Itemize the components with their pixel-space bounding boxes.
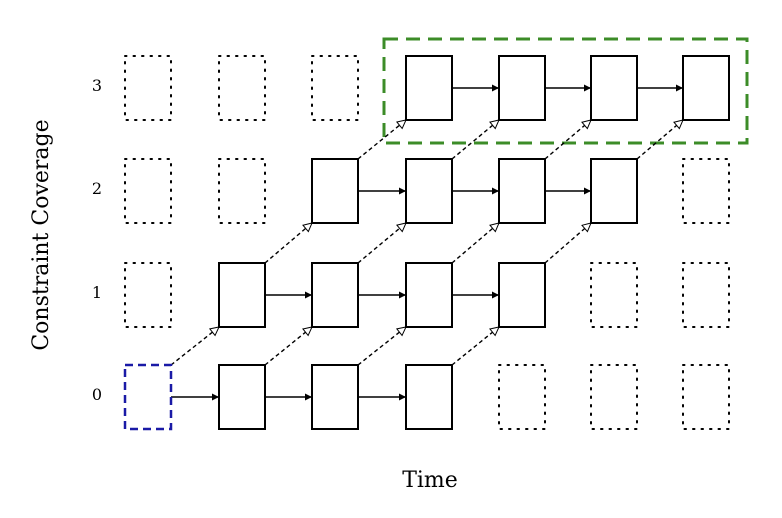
empty-slot <box>498 364 546 430</box>
empty-slot <box>590 262 638 328</box>
x-axis-label: Time <box>402 468 458 493</box>
state-box <box>405 364 453 430</box>
state-box <box>311 262 359 328</box>
state-box <box>218 364 266 430</box>
empty-slot <box>682 262 730 328</box>
goal-region <box>382 37 749 145</box>
state-box <box>405 158 453 224</box>
empty-slot <box>124 55 172 121</box>
empty-slot <box>590 364 638 430</box>
state-box <box>498 55 546 121</box>
coverage-arrow <box>451 222 500 264</box>
level-label-1: 1 <box>92 283 102 302</box>
coverage-arrow <box>451 326 500 366</box>
empty-slot <box>218 55 266 121</box>
empty-slot <box>682 158 730 224</box>
y-axis-label: Constraint Coverage <box>29 119 54 350</box>
state-box <box>498 158 546 224</box>
edges <box>170 84 684 401</box>
level-label-0: 0 <box>92 385 102 404</box>
state-box <box>498 262 546 328</box>
coverage-arrow <box>264 222 313 264</box>
state-box <box>311 364 359 430</box>
empty-slot <box>311 55 359 121</box>
coverage-arrow <box>357 119 407 160</box>
coverage-arrow <box>264 326 313 366</box>
state-box <box>311 158 359 224</box>
empty-slot <box>682 364 730 430</box>
state-box <box>682 55 730 121</box>
state-box <box>405 262 453 328</box>
start-box <box>123 363 173 431</box>
coverage-arrow <box>357 222 407 264</box>
coverage-arrow <box>451 119 500 160</box>
state-box <box>405 55 453 121</box>
empty-slot <box>124 158 172 224</box>
empty-slot <box>218 158 266 224</box>
boxes <box>123 55 730 431</box>
coverage-arrow <box>357 326 407 366</box>
state-box <box>590 158 638 224</box>
level-label-3: 3 <box>92 76 102 95</box>
state-box <box>590 55 638 121</box>
state-box <box>218 262 266 328</box>
coverage-arrow <box>544 222 592 264</box>
coverage-arrow <box>544 119 592 160</box>
coverage-arrow <box>636 119 684 160</box>
empty-slot <box>124 262 172 328</box>
coverage-arrow <box>170 326 220 366</box>
level-label-2: 2 <box>92 179 102 198</box>
